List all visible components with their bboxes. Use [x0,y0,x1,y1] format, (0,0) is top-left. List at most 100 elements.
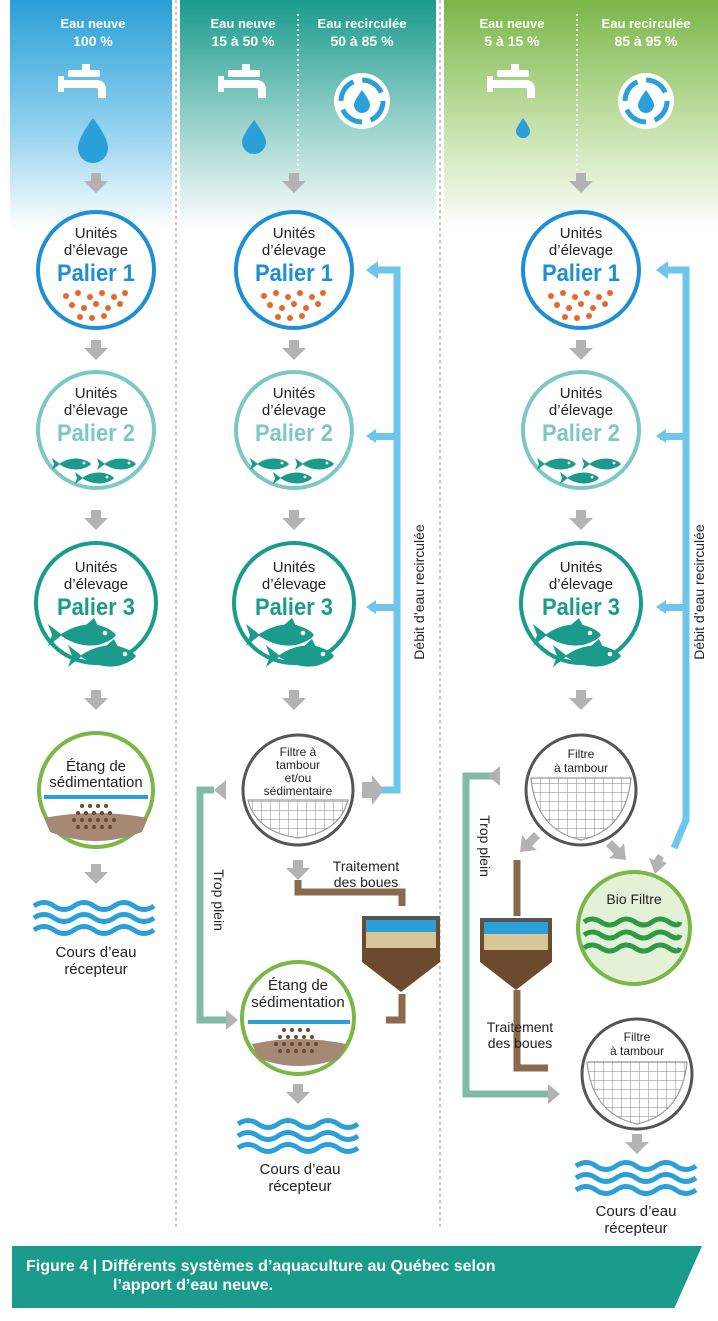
col3-recirc-label: Débit d’eau recirculée [691,524,707,660]
col2-palier3-line1: Unités [273,559,316,576]
col3-palier2-line1: Unités [560,385,603,402]
col3-palier1-line1: Unités [560,225,603,242]
col2-filter-line1: Filtre à [280,745,317,759]
caption-banner [12,1246,702,1308]
eggs-icon [548,290,613,321]
caption-line2: l’apport d’eau neuve. [113,1277,274,1294]
col3-palier1-line2: d’élevage [549,242,613,259]
drum-mesh-icon [530,777,632,841]
col3-palier3-line2: d’élevage [549,576,613,593]
settling-tank-icon [480,918,552,990]
col2-flow-arrows [282,173,384,1104]
col1-palier3-title: Palier 3 [57,594,135,621]
col1-header-bg [10,0,172,230]
aquaculture-diagram: Eau neuve 100 % Unités d’élevage Palier … [10,0,718,1237]
col2-filter-line3: et/ou [285,771,312,785]
col2-palier1-line2: d’élevage [262,242,326,259]
settling-tank-icon [362,916,440,992]
col1-palier3-line1: Unités [75,559,118,576]
drum-mesh-icon [247,799,349,839]
col3-sludge-line1: Traitement [487,1019,554,1035]
col1-river-waves-icon [32,900,156,936]
recycle-icon [334,73,390,129]
col3-palier3-title: Palier 3 [542,594,620,621]
col3-biofilter-label: Bio Filtre [606,891,661,907]
col3-filter1-line1: Filtre [568,747,595,761]
caption-text: Figure 4 | Différents systèmes d’aquacul… [26,1257,496,1295]
col1-river-line1: Cours d’eau [56,944,137,961]
col1-pond-line1: Étang de [66,758,126,775]
col2-header-recirc-value: 50 à 85 % [330,33,394,49]
col2-palier1-circle [234,210,354,330]
water-drop-icon [516,118,530,138]
water-drop-icon [78,118,108,163]
col2-river-line2: récepteur [268,1178,331,1195]
sediment-icon [274,1028,318,1053]
col3-palier1-circle [521,210,641,330]
col3-palier1-title: Palier 1 [542,260,620,287]
col1-palier1-circle [36,210,156,330]
drum-mesh-icon [586,1061,688,1125]
col3-header-recirc-label: Eau recirculée [602,16,691,31]
col2-recirc-label: Débit d’eau recirculée [411,524,427,660]
col2-header-new-value: 15 à 50 % [211,33,275,49]
col3-recirc-pipe [660,266,690,850]
col2-pond-line2: sédimentation [251,994,344,1011]
col2-palier1-line1: Unités [273,225,316,242]
col2-header-new-label: Eau neuve [210,16,275,31]
figure-caption: Figure 4 | Différents systèmes d’aquacul… [12,1246,702,1308]
col1-palier3-line2: d’élevage [64,576,128,593]
col2-filter-line2: tambour [276,758,320,772]
col2-river-line1: Cours d’eau [260,1161,341,1178]
col1-header-value: 100 % [73,33,113,49]
col3-filter2-line2: à tambour [610,1044,664,1058]
col1-palier2-title: Palier 2 [57,420,135,447]
col3-river-line2: récepteur [604,1220,667,1237]
col3-header-new-value: 5 à 15 % [484,33,540,49]
col3-filter2-line1: Filtre [624,1030,651,1044]
col3-palier2-title: Palier 2 [542,420,620,447]
col1-river-line2: récepteur [64,961,127,978]
col2-river-waves-icon [236,1118,360,1154]
col1-palier2-line2: d’élevage [64,402,128,419]
col1-header-label: Eau neuve [60,16,125,31]
col1-palier2-line1: Unités [75,385,118,402]
col3-river-line1: Cours d’eau [596,1203,677,1220]
col2-palier3-title: Palier 3 [255,594,333,621]
col2-palier1-title: Palier 1 [255,260,333,287]
col3-overflow-pipe [462,772,548,1098]
col1-flow-arrows [84,173,108,884]
col3-flow-arrows [520,173,667,1154]
eggs-icon [63,290,128,321]
col1-palier1-line1: Unités [75,225,118,242]
col2-header-bg [180,0,436,230]
biofilter-waves-icon [582,916,683,954]
caption-line1: Figure 4 | Différents systèmes d’aquacul… [26,1258,496,1275]
col2-palier2-title: Palier 2 [255,420,333,447]
col2-recirc-pipe [368,266,401,794]
col2-overflow-label: Trop plein [211,869,227,931]
col2-filter-line4: sédimentaire [264,784,333,798]
col1-pond-line2: sédimentation [49,774,142,791]
col3-overflow-label: Trop plein [477,815,493,877]
col2-palier2-line1: Unités [273,385,316,402]
col1-palier1-line2: d’élevage [64,242,128,259]
eggs-icon [261,290,326,321]
col3-filter1-line2: à tambour [554,761,608,775]
col3-palier2-line2: d’élevage [549,402,613,419]
col2-sludge-line2: des boues [334,874,399,890]
col1-palier1-title: Palier 1 [57,260,135,287]
col3-biofilter-circle [576,870,692,986]
col1-header: Eau neuve 100 % [60,16,125,49]
water-drop-icon [242,120,266,154]
recycle-icon [618,73,674,129]
col2-palier2-line2: d’élevage [262,402,326,419]
col3-river-waves-icon [574,1160,698,1196]
col2-overflow-pipe [196,786,226,1024]
col2-palier3-line2: d’élevage [262,576,326,593]
sediment-icon [72,804,116,829]
col2-header-recirc-label: Eau recirculée [318,16,407,31]
col2-sludge-line1: Traitement [333,858,400,874]
col2-pond-line1: Étang de [268,977,328,994]
col2-sludge-pipe [294,880,406,906]
